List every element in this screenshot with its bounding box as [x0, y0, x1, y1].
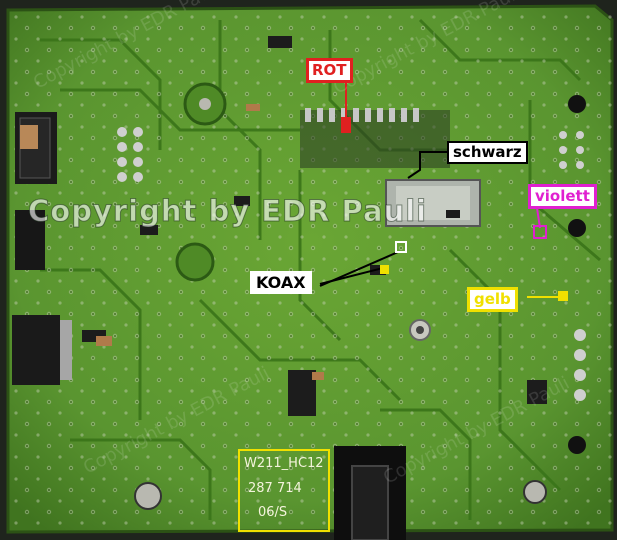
part-number-box: [238, 449, 330, 532]
copyright-watermark: Copyright by EDR Pauli: [27, 194, 428, 229]
callout-violett: violett: [528, 184, 597, 209]
part-number-line-3: 06/S: [258, 505, 288, 520]
part-number-line-2: 287 714: [248, 481, 302, 496]
callout-gelb: gelb: [467, 287, 518, 312]
part-number-line-1: W211_HC12: [244, 456, 324, 471]
callout-schwarz: schwarz: [447, 141, 528, 164]
callout-rot: ROT: [306, 58, 353, 83]
callout-koax: KOAX: [250, 271, 312, 294]
